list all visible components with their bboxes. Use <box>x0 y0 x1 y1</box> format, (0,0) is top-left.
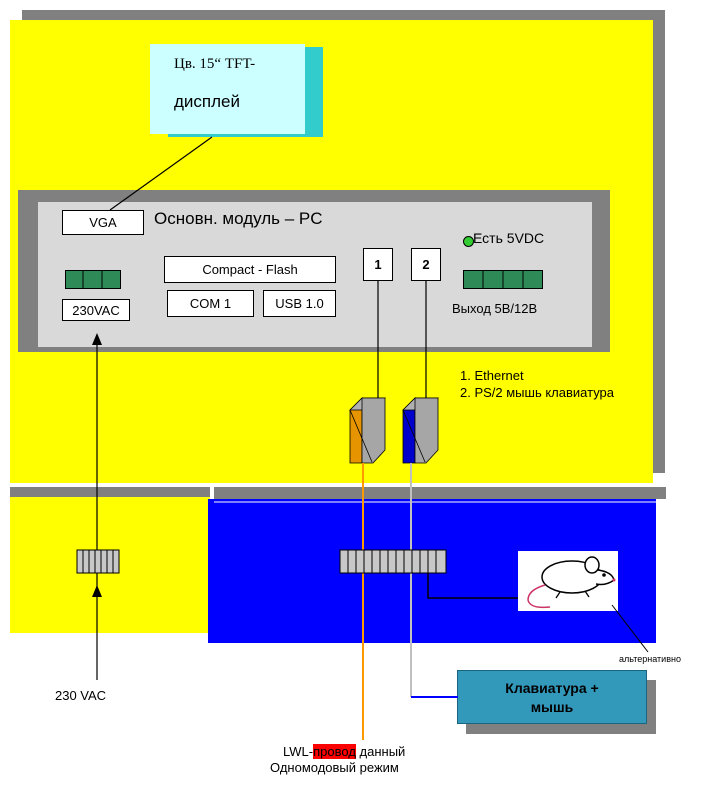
usb-port: USB 1.0 <box>263 290 336 317</box>
status-label: Есть 5VDC <box>473 230 545 246</box>
keyboard-line2: мышь <box>530 699 574 715</box>
fiber-label-line1: LWL-провод данный <box>283 744 405 759</box>
compact-flash-slot: Compact - Flash <box>164 256 336 283</box>
display-line2: дисплей <box>174 92 240 111</box>
keyboard-box: Клавиатура + мышь <box>457 670 647 724</box>
connector-1-diagonal <box>349 409 373 463</box>
status-led <box>463 236 474 247</box>
display-line1: Цв. 15“ TFT- <box>174 56 256 72</box>
fiber-prefix: LWL- <box>283 744 314 759</box>
module-title: Основн. модуль – PC <box>154 209 323 228</box>
vga-port: VGA <box>62 210 144 235</box>
port-1: 1 <box>363 248 393 281</box>
bottom-power-label: 230 VAC <box>55 688 107 703</box>
mouse-cable <box>427 573 518 599</box>
power-input-terminal <box>65 270 121 289</box>
bottom-left-terminal-strip <box>76 549 120 574</box>
fiber-highlight: провод <box>313 744 356 759</box>
port-2: 2 <box>411 248 441 281</box>
power-input-label: 230VAC <box>62 299 130 321</box>
vga-cable <box>109 136 213 211</box>
com1-port: COM 1 <box>167 290 254 317</box>
fiber-suffix: данный <box>355 744 406 759</box>
bottom-right-terminal-dividers <box>347 550 437 573</box>
legend-item-1: 1. Ethernet <box>460 368 524 383</box>
connector-2-side <box>414 397 439 464</box>
bottom-left-panel-shadow <box>10 487 210 497</box>
bottom-right-panel-shadow <box>214 487 666 499</box>
connector-1-side <box>361 397 386 464</box>
power-arrow-mid <box>92 585 102 597</box>
bottom-left-terminal-dividers <box>82 550 114 573</box>
power-arrow-top <box>92 333 102 345</box>
power-output-label: Выход 5В/12В <box>452 301 538 316</box>
keyboard-line1: Клавиатура + <box>505 680 599 696</box>
alt-pointer-line <box>611 604 649 653</box>
alt-label: альтернативно <box>619 654 681 664</box>
connector-2-diagonal <box>402 409 426 463</box>
mouse-icon <box>527 556 616 609</box>
display-box: Цв. 15“ TFT- дисплей <box>150 44 305 134</box>
legend-item-2: 2. PS/2 мышь клавиатура <box>460 385 615 400</box>
fiber-label-line2: Одномодовый режим <box>270 760 399 775</box>
